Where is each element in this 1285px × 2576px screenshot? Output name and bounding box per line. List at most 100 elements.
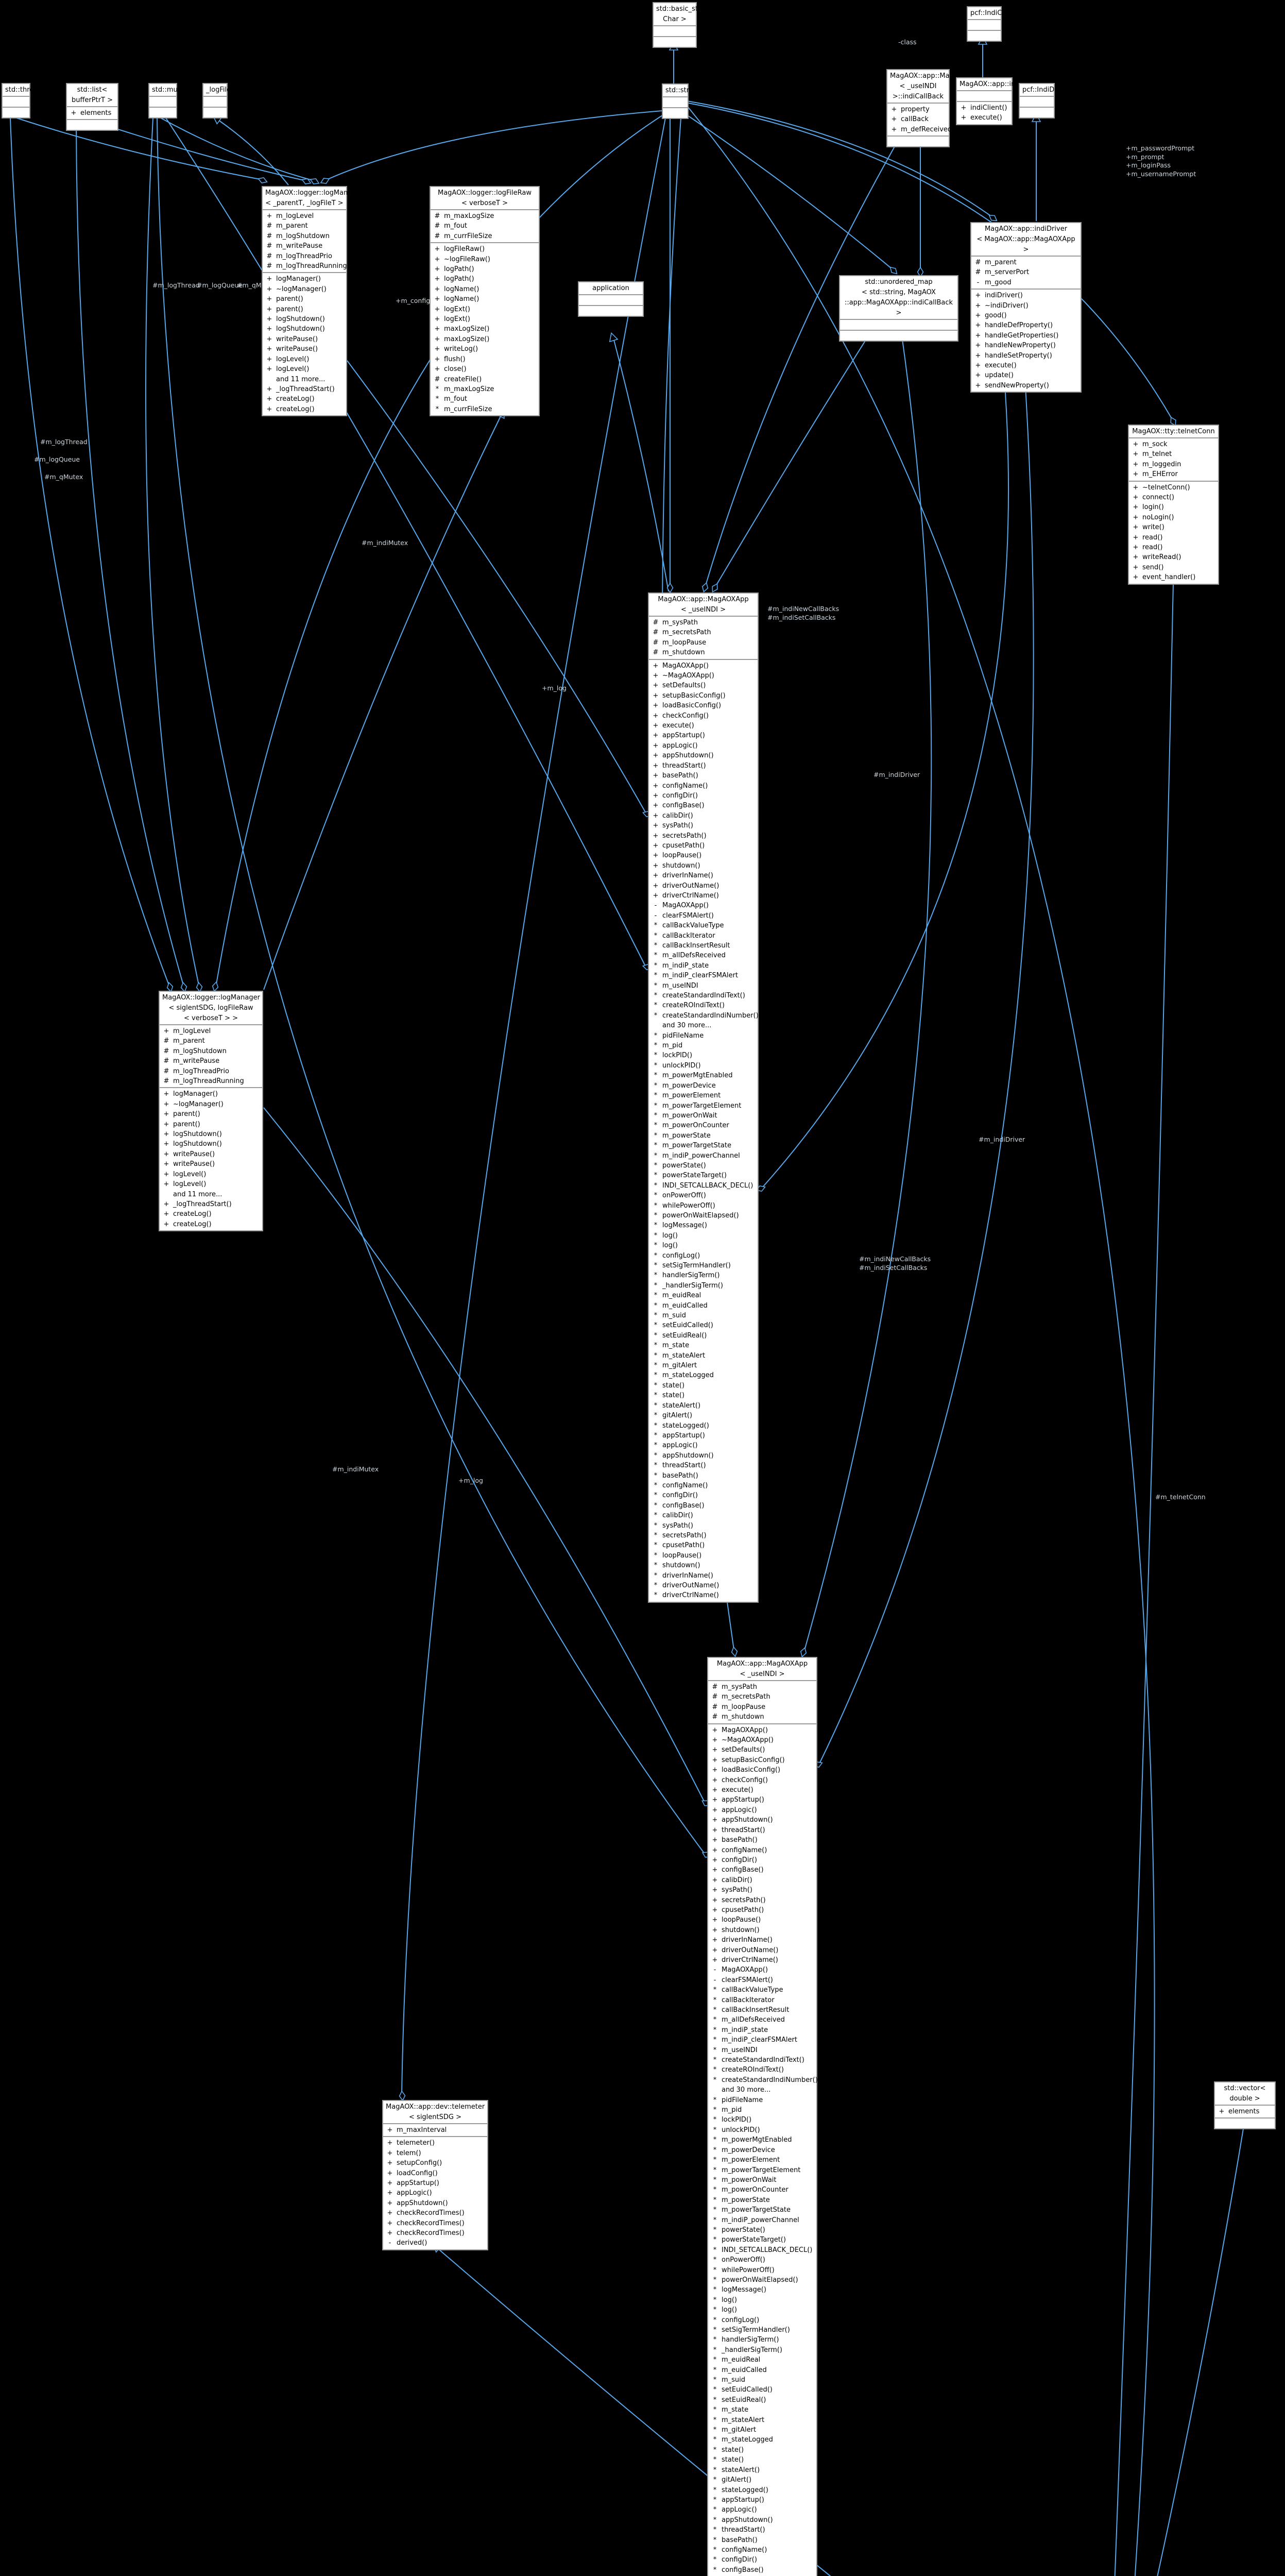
- member-section: +telemeter()+telem()+setupConfig()+loadC…: [383, 2136, 487, 2249]
- member-name: ~telnetConn(): [1142, 483, 1190, 492]
- member-access: *: [654, 1412, 658, 1420]
- class-node-thread[interactable]: std::thread: [2, 83, 42, 118]
- member-access: *: [654, 1042, 658, 1050]
- member-access: *: [654, 1342, 658, 1350]
- member-name: write(): [1142, 523, 1164, 532]
- member-row: *m_allDefsReceived: [649, 951, 758, 960]
- class-title: MagAOX::app::indiClient: [957, 78, 1041, 90]
- member-row: +parent(): [263, 294, 346, 304]
- member-name: m_indiP_clearFSMAlert: [722, 2036, 797, 2044]
- class-node-indicallback[interactable]: MagAOX::app::MagAOXApp< _useINDI >::indi…: [886, 69, 981, 148]
- member-access: +: [1133, 494, 1139, 502]
- member-access: #: [434, 222, 440, 230]
- member-name: m_logThreadPrio: [276, 252, 332, 260]
- edge-member: [10, 117, 169, 986]
- class-node-mutex[interactable]: std::mutex: [148, 83, 188, 118]
- class-node-logfilet[interactable]: _logFileT: [202, 83, 235, 118]
- member-access: #: [266, 262, 272, 270]
- member-access: +: [975, 351, 981, 360]
- member-name: maxLogSize(): [444, 325, 490, 333]
- class-node-vector_double[interactable]: std::vector< double >+elements: [1214, 2081, 1276, 2130]
- class-node-magaoxapp1[interactable]: MagAOX::app::MagAOXApp< _useINDI >#m_sys…: [648, 592, 759, 1603]
- class-title: MagAOX::app::MagAOXApp< _useINDI >::indi…: [887, 70, 981, 103]
- member-row: +event_handler(): [1129, 572, 1218, 582]
- member-access: #: [653, 649, 659, 657]
- member-name: m_powerDevice: [662, 1081, 716, 1090]
- member-row: *m_currFileSize: [431, 404, 539, 414]
- class-node-logmanager2[interactable]: MagAOX::logger::logManager< siglentSDG, …: [159, 991, 263, 1232]
- class-title-line: application: [592, 284, 629, 292]
- class-node-application[interactable]: application: [578, 281, 644, 317]
- member-access: +: [266, 305, 272, 313]
- member-row: +checkRecordTimes(): [383, 2208, 487, 2218]
- class-node-telnetconn[interactable]: MagAOX::tty::telnetConn+m_sock+m_telnet+…: [1128, 425, 1219, 585]
- member-access: +: [266, 335, 272, 343]
- member-name: logLevel(): [173, 1180, 207, 1189]
- member-access: #: [266, 222, 272, 230]
- class-node-unordered_map[interactable]: std::unordered_map< std::string, MagAOX:…: [839, 275, 958, 342]
- class-node-indidriver_app[interactable]: MagAOX::app::indiDriver< MagAOX::app::Ma…: [970, 222, 1082, 393]
- class-node-indiclient_app[interactable]: MagAOX::app::indiClient+indiClient()+exe…: [956, 77, 1041, 125]
- member-name: handleNewProperty(): [985, 342, 1056, 350]
- class-node-indidriver_pcf[interactable]: pcf::IndiDriver: [1019, 83, 1070, 118]
- member-row: *configDir(): [649, 1490, 758, 1500]
- member-name: logPath(): [444, 265, 474, 274]
- member-name: createROIndiText(): [662, 1002, 725, 1010]
- member-access: +: [712, 1736, 718, 1744]
- member-access: *: [654, 1161, 658, 1170]
- member-access: #: [163, 1077, 169, 1086]
- member-row: *whilePowerOff(): [708, 2265, 816, 2275]
- member-access: +: [712, 1746, 718, 1754]
- class-title: std::thread: [3, 84, 42, 96]
- member-access: *: [713, 2026, 717, 2034]
- member-access: +: [266, 395, 272, 403]
- member-section: [149, 107, 176, 117]
- class-node-magaoxapp2[interactable]: MagAOX::app::MagAOXApp< _useINDI >#m_sys…: [707, 1657, 818, 2576]
- member-access: *: [713, 2456, 717, 2464]
- member-access: *: [713, 2546, 717, 2554]
- member-name: configName(): [662, 782, 708, 790]
- member-name: configBase(): [722, 1866, 764, 1874]
- member-row: +setupBasicConfig(): [708, 1755, 816, 1765]
- member-access: *: [654, 1591, 658, 1600]
- edge-label-line: #m_logThread: [152, 281, 200, 289]
- class-title: std::basic_string<Char >: [654, 3, 716, 25]
- member-name: parent(): [173, 1120, 200, 1128]
- member-section: [579, 294, 643, 305]
- member-access: *: [654, 1521, 658, 1530]
- member-access: -: [713, 1976, 716, 1984]
- member-section: [203, 107, 227, 117]
- member-name: execute(): [722, 1786, 753, 1794]
- class-node-indiclient_pcf[interactable]: pcf::IndiClient: [967, 6, 1017, 42]
- class-node-logmanager1[interactable]: MagAOX::logger::logManager< _parentT, _l…: [262, 186, 363, 417]
- member-name: secretsPath(): [662, 832, 707, 840]
- edge-inherit: [263, 416, 501, 990]
- member-name: threadStart(): [722, 2526, 765, 2534]
- member-row: *createROIndiText(): [649, 1001, 758, 1010]
- class-node-string[interactable]: std::string: [662, 83, 699, 119]
- member-access: *: [654, 1092, 658, 1100]
- member-access: +: [163, 1160, 169, 1168]
- member-name: loopPause(): [722, 1916, 761, 1924]
- member-row: #m_loopPause: [708, 1702, 816, 1712]
- member-row: *gitAlert(): [649, 1411, 758, 1420]
- member-row: +checkConfig(): [649, 711, 758, 721]
- class-node-telemeter[interactable]: MagAOX::app::dev::telemeter< siglentSDG …: [382, 2100, 488, 2250]
- class-node-list_bufferptr[interactable]: std::list< bufferPtrT >+elements: [66, 83, 118, 131]
- class-title-line: Char >: [663, 15, 687, 23]
- member-row: *m_powerOnWait: [649, 1111, 758, 1121]
- member-row: +m_sock: [1129, 439, 1218, 449]
- member-access: +: [712, 1846, 718, 1854]
- class-node-basic_string[interactable]: std::basic_string<Char >: [653, 2, 716, 48]
- member-row: *configLog(): [649, 1251, 758, 1261]
- member-name: shutdown(): [662, 861, 700, 870]
- member-row: +MagAOXApp(): [649, 661, 758, 671]
- member-name: pidFileName: [662, 1031, 704, 1040]
- member-access: *: [654, 1571, 658, 1580]
- member-row: *m_powerDevice: [708, 2145, 816, 2155]
- member-row: +configBase(): [649, 801, 758, 810]
- member-name: driverOutName(): [662, 882, 719, 890]
- member-row: *m_powerElement: [708, 2155, 816, 2165]
- class-node-logfileraw[interactable]: MagAOX::logger::logFileRaw< verboseT >#m…: [430, 186, 540, 417]
- member-name: and 30 more...: [662, 1022, 712, 1030]
